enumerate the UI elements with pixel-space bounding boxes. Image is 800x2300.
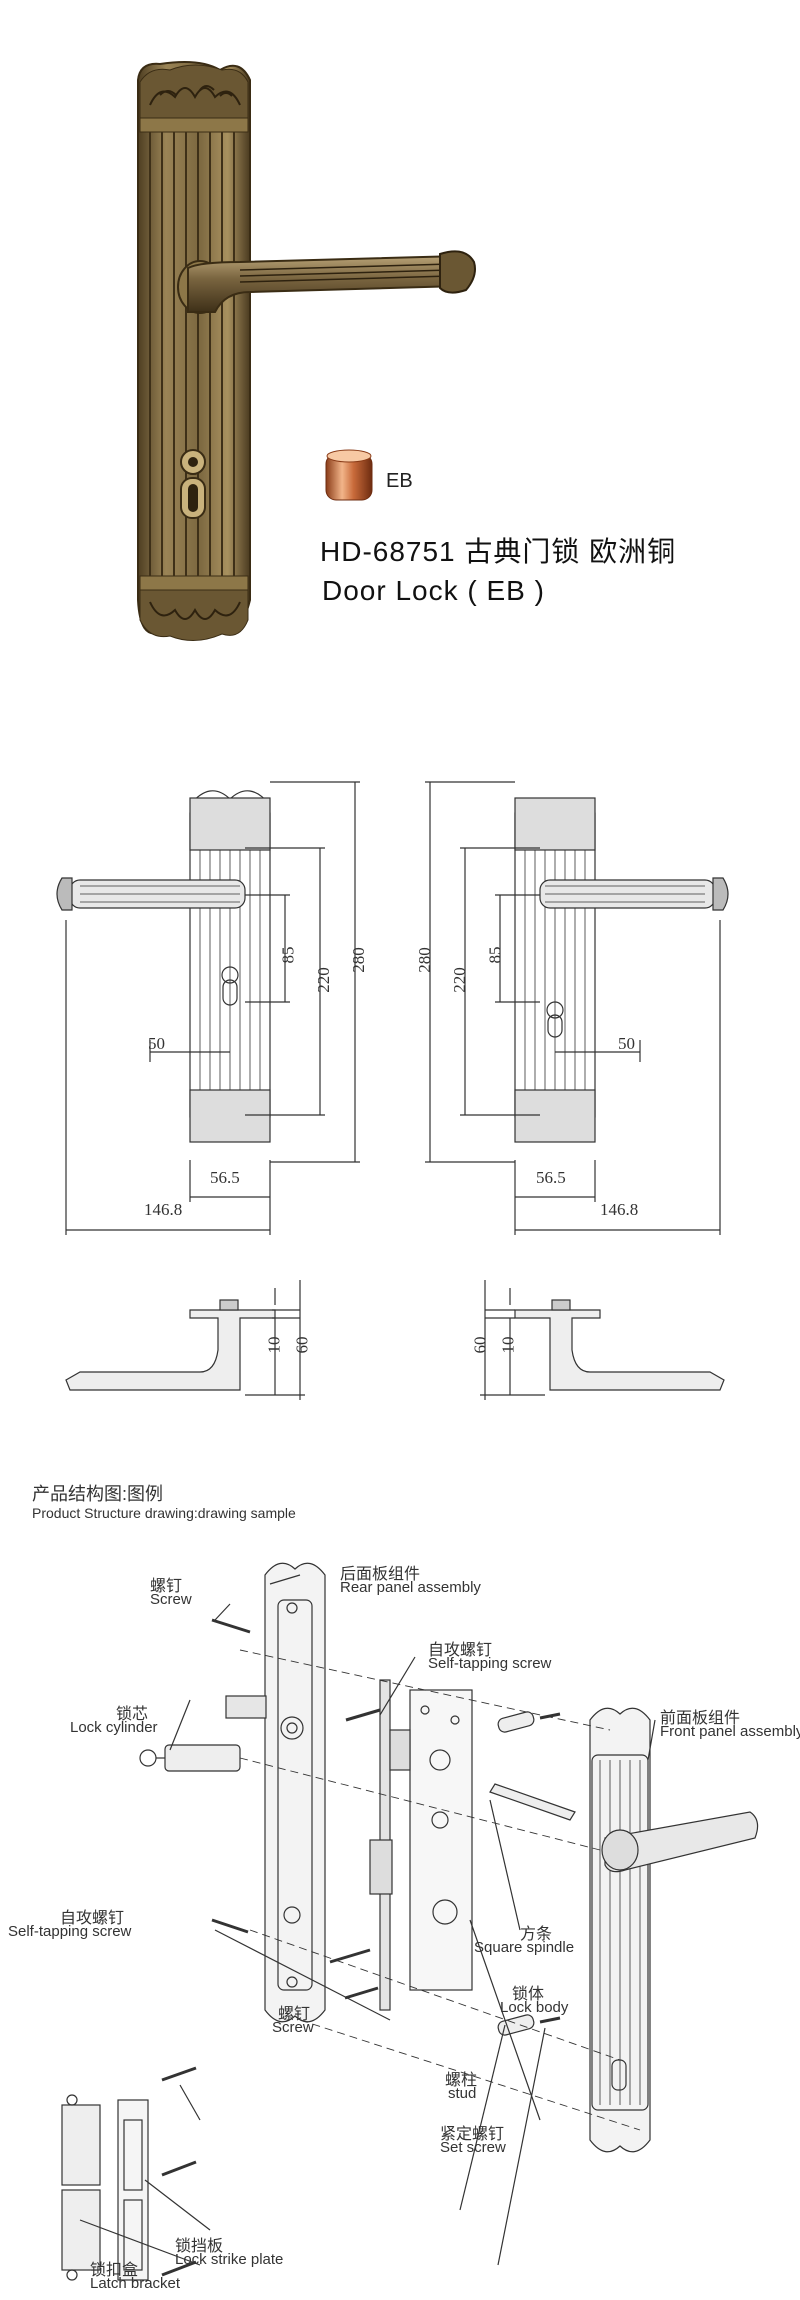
- label-lock-cylinder-cn: 锁芯: [116, 1706, 149, 1723]
- dim-85-right: 85: [485, 946, 505, 964]
- dim-146-right: 146.8: [600, 1200, 639, 1219]
- label-self-tapping-2-cn: 自攻螺钉: [60, 1910, 125, 1927]
- product-name: Door Lock ( EB ): [322, 575, 545, 606]
- structure-title-en: Product Structure drawing:drawing sample: [32, 1505, 296, 1521]
- label-strike-plate-cn: 锁挡板: [175, 2238, 224, 2255]
- label-self-tapping-en: Self-tapping screw: [428, 1655, 552, 1672]
- label-self-tapping-2-en: Self-tapping screw: [8, 1923, 132, 1940]
- label-screw-2-en: Screw: [272, 2019, 314, 2036]
- exploded-view: [61, 1562, 759, 2281]
- dim-280-left: 280: [348, 947, 368, 973]
- finish-code: EB: [386, 470, 413, 492]
- product-photo: [137, 61, 476, 641]
- dim-10-right: 10: [498, 1336, 518, 1354]
- dim-220-left: 220: [313, 967, 333, 993]
- dim-50-right: 50: [618, 1034, 635, 1053]
- label-latch-bracket-en: Latch bracket: [90, 2275, 181, 2292]
- dim-146-left: 146.8: [144, 1200, 183, 1219]
- dim-220-right: 220: [449, 967, 469, 993]
- label-set-screw-en: Set screw: [440, 2139, 506, 2156]
- label-strike-plate-en: Lock strike plate: [175, 2251, 284, 2268]
- dim-85-left: 85: [278, 946, 298, 964]
- label-screw-en: Screw: [150, 1591, 192, 1608]
- dim-50-left: 50: [148, 1034, 165, 1053]
- label-spindle-cn: 方条: [520, 1926, 553, 1943]
- dimension-drawing: [56, 781, 729, 1400]
- dim-60-left: 60: [292, 1336, 312, 1354]
- dim-56-left: 56.5: [210, 1168, 240, 1187]
- label-front-panel-en: Front panel assembly: [660, 1723, 800, 1740]
- label-stud-en: stud: [448, 2085, 477, 2102]
- label-spindle-en: Square spindle: [474, 1939, 575, 1956]
- label-rear-panel-en: Rear panel assembly: [340, 1579, 481, 1596]
- label-latch-bracket-cn: 锁扣盒: [90, 2262, 139, 2279]
- label-screw-2-cn: 螺钉: [278, 2006, 311, 2023]
- label-set-screw-cn: 紧定螺钉: [440, 2126, 505, 2143]
- dim-280-right: 280: [414, 947, 434, 973]
- label-screw-cn: 螺钉: [150, 1578, 183, 1595]
- label-lock-cylinder-en: Lock cylinder: [70, 1719, 158, 1736]
- label-front-panel-cn: 前面板组件: [660, 1710, 741, 1727]
- label-rear-panel-cn: 后面板组件: [340, 1566, 421, 1583]
- structure-title-cn: 产品结构图:图例: [32, 1484, 164, 1504]
- label-lock-body-cn: 锁体: [512, 1986, 545, 2003]
- dim-60-right: 60: [470, 1336, 490, 1354]
- label-self-tapping-cn: 自攻螺钉: [428, 1642, 493, 1659]
- dim-56-right: 56.5: [536, 1168, 566, 1187]
- label-stud-cn: 螺柱: [445, 2072, 478, 2089]
- label-lock-body-en: Lock body: [500, 1999, 569, 2016]
- model-title: HD-68751 古典门锁 欧洲铜: [320, 536, 677, 567]
- dim-10-left: 10: [264, 1336, 284, 1354]
